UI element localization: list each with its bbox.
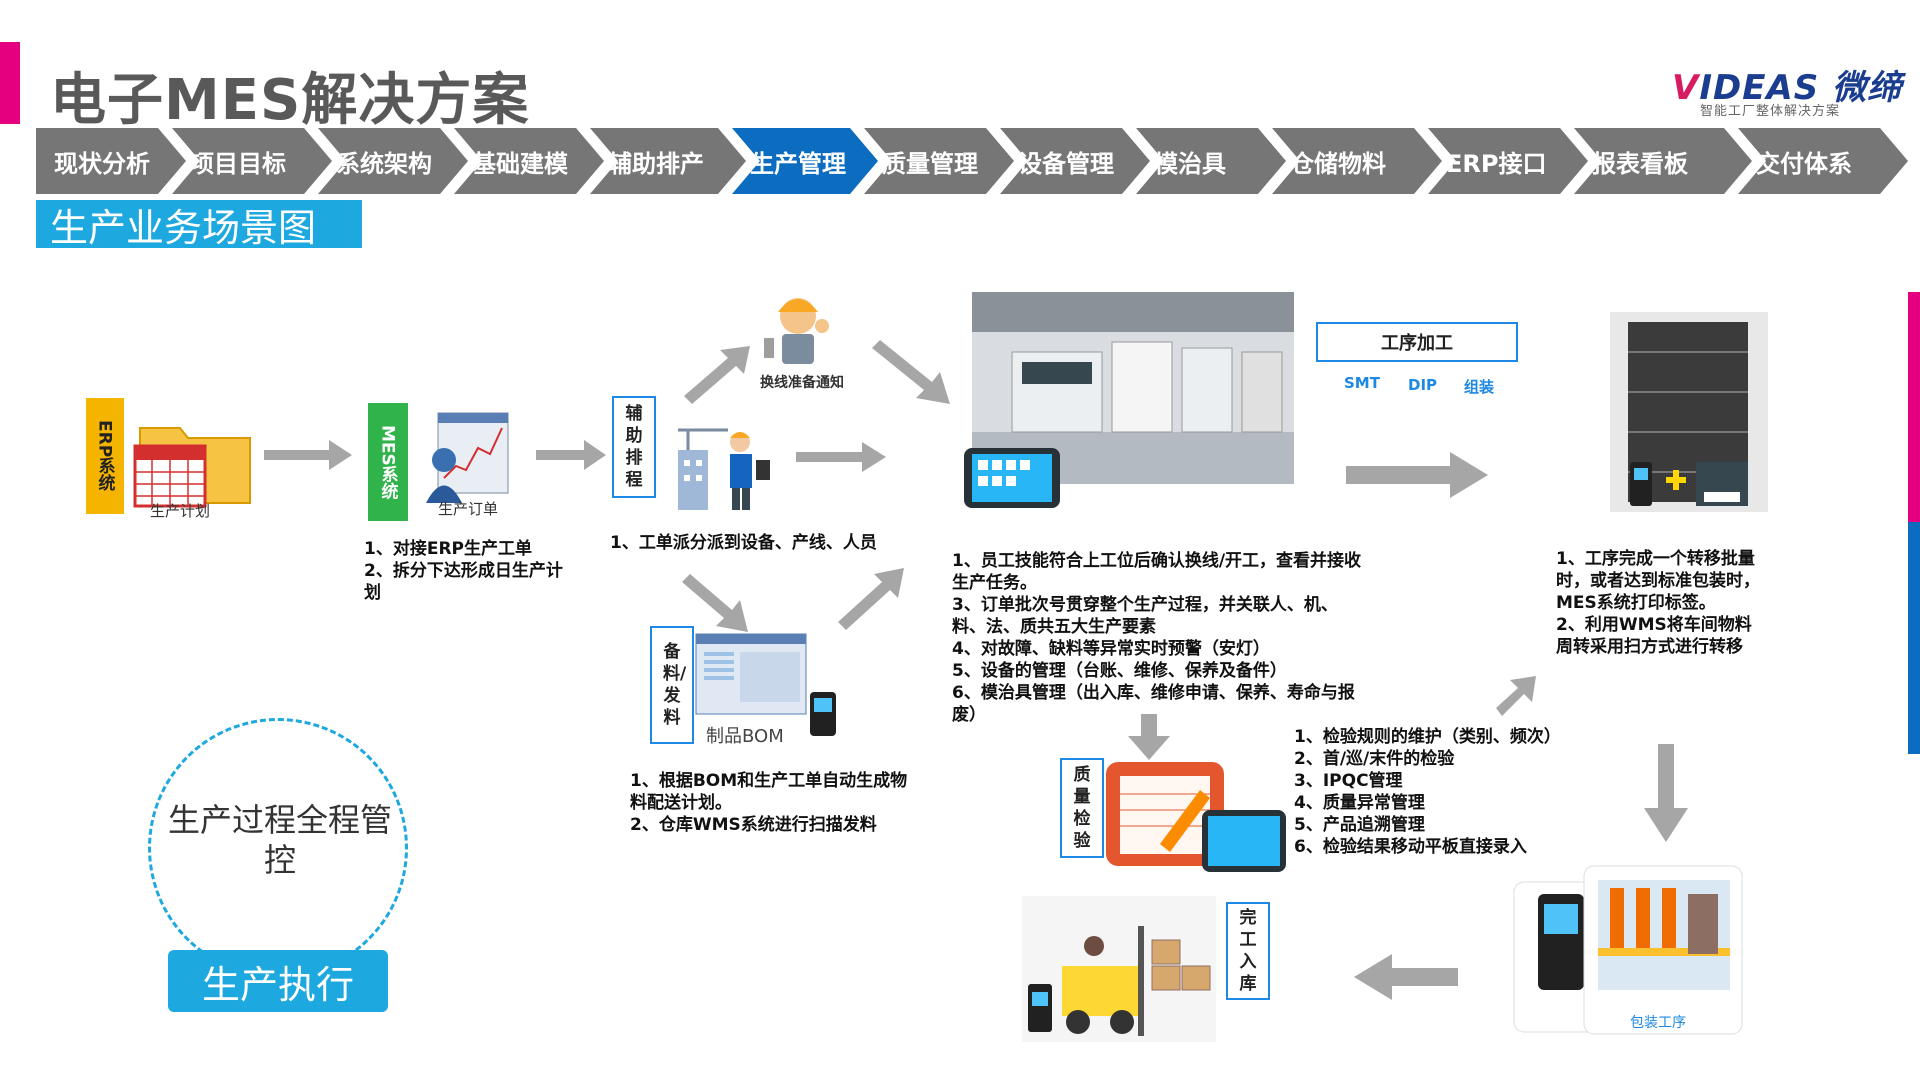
tablet-icon [964, 448, 1060, 508]
schedule-description: 1、工单派分派到设备、产线、人员 [610, 533, 877, 553]
flow-arrow [1496, 676, 1536, 716]
page-title: 电子MES解决方案 [50, 68, 530, 133]
execution-badge: 生产执行 [168, 950, 388, 1012]
flow-arrow [536, 440, 606, 470]
order-label: 生产订单 [438, 500, 499, 518]
worker-thumbs-up-icon [764, 298, 829, 364]
nav-item-6[interactable]: 质量管理 [864, 128, 1014, 194]
accent-bar [0, 42, 20, 124]
flow-arrow [1354, 954, 1458, 1000]
smt-label: SMT [1344, 374, 1380, 392]
folder-calendar-icon [133, 427, 251, 508]
circle-text: 生产过程全程管控 [167, 801, 392, 879]
finish-label: 完工入库 [1226, 902, 1270, 1000]
assembly-label: 组装 [1464, 378, 1495, 396]
brand-logo: VIDEAS 微缔 [1672, 68, 1903, 108]
flow-arrow [1346, 452, 1488, 498]
flow-arrow [796, 442, 886, 472]
nav-item-11[interactable]: 报表看板 [1574, 128, 1752, 194]
section-title: 生产业务场景图 [36, 200, 362, 250]
flow-arrow [682, 574, 748, 632]
magazine-rack-photo [1610, 312, 1768, 512]
erp-system-label: ERP系统 [86, 398, 124, 514]
worker-building-icon [678, 428, 770, 510]
nav-item-0[interactable]: 现状分析 [36, 128, 186, 194]
notice-label: 换线准备通知 [760, 375, 844, 391]
packaging-process-photo [1513, 865, 1743, 1035]
mes-system-label: MES系统 [368, 403, 408, 521]
side-accent-blue [1908, 522, 1920, 754]
bom-description: 1、根据BOM和生产工单自动生成物料配送计划。 2、仓库WMS系统进行扫描发料 [630, 771, 908, 835]
flow-arrow [872, 340, 950, 404]
nav-item-12[interactable]: 交付体系 [1738, 128, 1908, 194]
quality-check-icon [1106, 762, 1286, 872]
nav-item-9[interactable]: 仓储物料 [1272, 128, 1442, 194]
prep-label: 备料/发料 [650, 626, 694, 744]
forklift-warehouse-photo [1022, 896, 1216, 1042]
nav-item-10[interactable]: ERP接口 [1428, 128, 1588, 194]
order-chart-icon [426, 412, 509, 503]
label-description: 1、工序完成一个转移批量时，或者达到标准包装时，MES系统打印标签。 2、利用W… [1556, 549, 1760, 657]
side-accent-magenta [1908, 292, 1920, 522]
quality-label: 质量检验 [1060, 758, 1104, 858]
logo-subtitle: 智能工厂整体解决方案 [1700, 104, 1841, 119]
quality-description: 1、检验规则的维护（类别、频次） 2、首/巡/末件的检验 3、IPQC管理 4、… [1294, 727, 1561, 857]
flow-arrow [684, 346, 750, 404]
flow-arrow [838, 568, 904, 630]
dip-label: DIP [1408, 376, 1438, 394]
flow-arrow [1644, 744, 1688, 842]
bom-screen-icon [695, 633, 836, 736]
plan-label: 生产计划 [150, 502, 211, 520]
process-nav: 现状分析 项目目标 系统架构 基础建模 辅助排产 生产管理 质量管理 设备管理 … [36, 128, 1908, 194]
nav-item-4[interactable]: 辅助排产 [590, 128, 746, 194]
mes-description: 1、对接ERP生产工单 2、拆分下达形成日生产计划 [364, 539, 563, 603]
nav-item-8[interactable]: 模治具 [1136, 128, 1286, 194]
nav-item-2[interactable]: 系统架构 [318, 128, 468, 194]
nav-item-5[interactable]: 生产管理 [732, 128, 878, 194]
flow-arrow [1128, 714, 1170, 760]
nav-item-7[interactable]: 设备管理 [1000, 128, 1150, 194]
schedule-label: 辅助排程 [612, 396, 656, 498]
production-description: 1、员工技能符合上工位后确认换线/开工，查看并接收生产任务。 3、订单批次号贯穿… [952, 551, 1362, 725]
nav-item-3[interactable]: 基础建模 [454, 128, 604, 194]
process-box: 工序加工 [1316, 322, 1518, 362]
flow-arrow [264, 440, 352, 470]
packaging-label: 包装工序 [1630, 1015, 1686, 1031]
nav-item-1[interactable]: 项目目标 [172, 128, 332, 194]
bom-label: 制品BOM [706, 726, 784, 747]
